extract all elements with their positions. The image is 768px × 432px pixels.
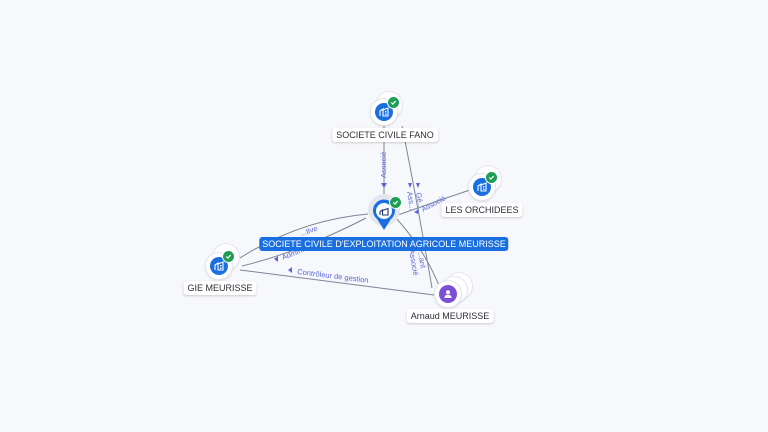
check-badge-icon — [222, 250, 235, 263]
arrow-scea-orchidees — [414, 209, 419, 214]
edge-label-fano-scea: Associé — [379, 152, 388, 178]
node-arnaud[interactable] — [435, 281, 461, 307]
node-label-gie[interactable]: GIE MEURISSE — [183, 281, 257, 295]
edge-scea-orchidees — [397, 189, 471, 216]
edge-label-fano-arnaud-a: Gé... — [414, 192, 426, 210]
check-badge-icon — [387, 96, 400, 109]
node-orchidees[interactable] — [469, 171, 498, 200]
arrow-fano-arnaud-b — [416, 183, 420, 188]
node-label-fano[interactable]: SOCIETE CIVILE FANO — [332, 128, 438, 142]
node-fano[interactable] — [371, 96, 400, 125]
map-pin-icon[interactable] — [367, 193, 402, 235]
arrow-fano-arnaud-a — [408, 183, 412, 188]
edge-gie-scea-upper — [239, 213, 369, 259]
arrow-gie-arnaud — [288, 267, 292, 273]
node-label-scea-meurisse[interactable]: SOCIETE CIVILE D'EXPLOITATION AGRICOLE M… — [259, 237, 509, 251]
edge-label-scea-arnaud-a: ...ant — [416, 251, 428, 270]
node-gie[interactable] — [206, 250, 235, 279]
edge-scea-arnaud — [395, 217, 441, 289]
check-badge-icon — [389, 196, 402, 209]
node-label-orchidees[interactable]: LES ORCHIDEES — [441, 203, 523, 217]
edge-gie-arnaud — [239, 269, 435, 296]
arrow-fano-scea — [381, 183, 387, 188]
edge-label-fano-arnaud-b: Ass... — [405, 191, 417, 211]
edge-label-gie-scea-a: ...tive — [299, 224, 319, 238]
arrow-gie-scea-a — [274, 256, 278, 262]
check-badge-icon — [485, 171, 498, 184]
user-icon — [439, 285, 457, 303]
edge-label-scea-arnaud-b: Associé — [407, 249, 420, 276]
node-label-arnaud[interactable]: Arnaud MEURISSE — [406, 309, 494, 323]
